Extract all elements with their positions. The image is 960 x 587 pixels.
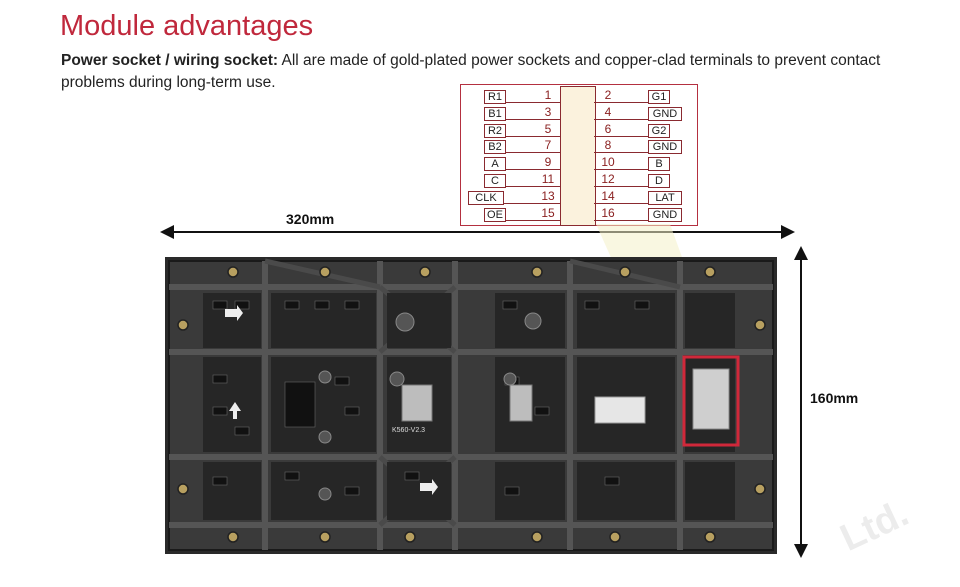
pin-wire-left: [505, 169, 560, 171]
width-dimension-arrow: [160, 225, 795, 239]
pin-number-left: 9: [544, 155, 552, 170]
description-paragraph: Power socket / wiring socket: All are ma…: [61, 50, 911, 94]
pinout-row: OE 15 16 GND: [0, 205, 960, 222]
pin-signal-label-right: B: [648, 157, 670, 172]
pin-signal-label-left: R1: [484, 90, 506, 104]
section-heading: Module advantages: [60, 10, 314, 42]
pin-number-left: 3: [544, 104, 552, 119]
watermark: Ltd.: [834, 492, 916, 560]
pin-signal-label-left: OE: [484, 207, 506, 222]
pin-wire-right: [594, 118, 648, 120]
pin-number-right: 8: [604, 138, 612, 153]
pinout-row: C 11 12 D: [0, 172, 960, 188]
pin-signal-label-right: GND: [648, 207, 682, 222]
pin-number-left: 13: [541, 188, 555, 203]
pin-signal-label-right: GND: [648, 140, 682, 155]
height-label: 160mm: [810, 390, 859, 406]
pin-wire-left: [505, 219, 560, 221]
pin-number-right: 6: [604, 121, 612, 136]
width-label: 320mm: [286, 211, 335, 227]
pin-signal-label-left: CLK: [468, 190, 504, 205]
led-module-photo: [165, 257, 777, 554]
pin-number-right: 2: [604, 88, 612, 102]
pin-signal-label-left: R2: [484, 123, 506, 138]
pin-wire-right: [594, 169, 648, 171]
pin-number-right: 12: [601, 172, 615, 186]
pin-signal-label-right: G1: [648, 90, 670, 104]
pin-wire-left: [505, 186, 560, 187]
pin-signal-label-right: LAT: [648, 190, 682, 205]
pin-wire-right: [594, 186, 648, 187]
pin-signal-label-right: GND: [648, 106, 682, 121]
height-dimension-arrow: [794, 246, 808, 558]
pinout-connector: [560, 86, 596, 226]
pin-signal-label-left: B1: [484, 106, 506, 121]
pin-number-left: 7: [544, 138, 552, 153]
description-bold-label: Power socket / wiring socket:: [61, 52, 279, 69]
pin-number-left: 11: [541, 172, 555, 186]
pin-wire-right: [594, 219, 648, 221]
pin-number-left: 1: [544, 88, 552, 102]
pinout-row: CLK 13 14 LAT: [0, 188, 960, 205]
pin-wire-right: [594, 202, 648, 204]
pin-number-left: 5: [544, 121, 552, 136]
pin-number-right: 4: [604, 104, 612, 119]
pin-wire-right: [594, 152, 648, 154]
pin-number-right: 16: [601, 205, 615, 220]
pin-signal-label-left: C: [484, 174, 506, 188]
pin-signal-label-right: G2: [648, 123, 670, 138]
pin-number-right: 10: [601, 155, 615, 170]
pinout-row: B2 7 8 GND: [0, 138, 960, 155]
pin-wire-left: [505, 102, 560, 103]
pin-signal-label-right: D: [648, 174, 670, 188]
pin-signal-label-left: A: [484, 157, 506, 172]
pinout-row: R2 5 6 G2: [0, 121, 960, 138]
pin-wire-right: [594, 102, 648, 103]
description-text: All are made of gold-plated power socket…: [61, 52, 881, 91]
pin-wire-left: [505, 118, 560, 120]
pinout-row: R1 1 2 G1: [0, 88, 960, 104]
pinout-row: A 9 10 B: [0, 155, 960, 172]
pin-wire-left: [505, 152, 560, 154]
pin-signal-label-left: B2: [484, 140, 506, 155]
pin-number-right: 14: [601, 188, 615, 203]
pin-wire-left: [503, 202, 560, 204]
pin-number-left: 15: [541, 205, 555, 220]
pin-wire-left: [505, 135, 560, 137]
board-silkscreen: K560-V2.3: [392, 427, 426, 434]
pinout-row: B1 3 4 GND: [0, 104, 960, 121]
pin-wire-right: [594, 135, 648, 137]
